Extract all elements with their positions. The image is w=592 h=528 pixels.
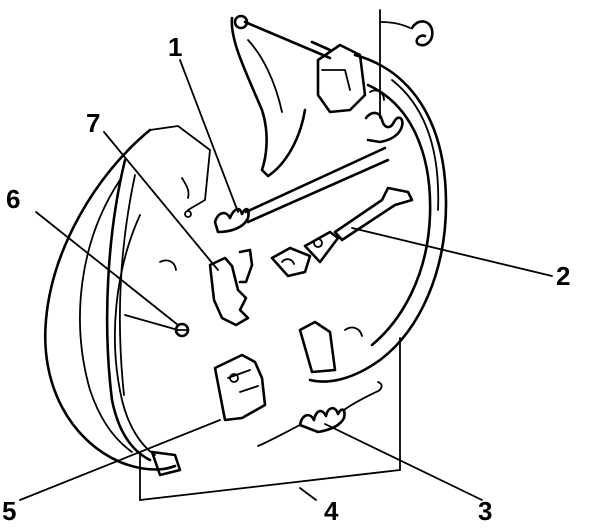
parking-brake-lever (230, 14, 332, 178)
leader-lines (19, 9, 553, 502)
cable-lever (149, 125, 254, 327)
adjuster-spring (213, 146, 390, 234)
adjuster-screw (270, 186, 414, 278)
anchor-bracket (310, 40, 367, 114)
callout-4: 4 (324, 496, 339, 526)
callout-3: 3 (478, 496, 492, 526)
left-brake-shoe (105, 158, 182, 477)
backing-plate (43, 128, 177, 471)
callout-labels: 1 2 3 4 5 6 7 (2, 32, 570, 526)
callout-6: 6 (6, 184, 20, 214)
callout-2: 2 (556, 261, 570, 291)
hold-down-bracket (213, 353, 267, 422)
callout-1: 1 (168, 32, 182, 62)
upper-return-spring (364, 89, 404, 144)
retaining-clip (379, 20, 434, 47)
right-brake-shoe (298, 53, 448, 383)
lower-return-spring (257, 381, 383, 447)
callout-5: 5 (2, 496, 16, 526)
hold-down-pin (124, 314, 190, 338)
callout-7: 7 (86, 108, 100, 138)
